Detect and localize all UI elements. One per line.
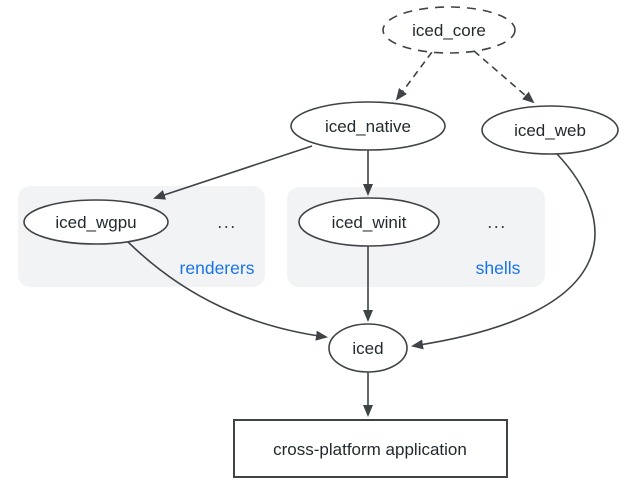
iced-web-label: iced_web [514,121,586,140]
iced-wgpu-label: iced_wgpu [55,213,136,232]
node-iced: iced [328,323,408,373]
iced-wgpu-ellipse [23,199,169,245]
node-iced-wgpu: iced_wgpu [23,199,169,245]
iced-winit-label: iced_winit [332,213,407,232]
node-iced-core: iced_core [382,6,516,54]
iced-native-ellipse [290,101,446,151]
node-iced-native: iced_native [290,101,446,151]
application-box [233,419,508,478]
application-label: cross-platform application [273,440,467,459]
renderers-ellipsis: ... [217,212,237,232]
node-iced-web: iced_web [481,105,619,155]
iced-ellipse [328,323,408,373]
iced-label: iced [352,339,383,358]
iced-winit-ellipse [298,197,440,247]
edge-iced-wgpu-to-iced [126,240,328,341]
edge-iced-native-to-iced-wgpu [153,145,313,200]
iced-core-ellipse [382,6,516,54]
shells-group-label: shells [476,258,521,278]
edges [126,50,596,417]
iced-native-label: iced_native [325,117,411,136]
edge-iced-core-to-iced-native [395,51,433,101]
edge-iced-core-to-iced-web [473,50,535,104]
renderers-group-label: renderers [180,258,255,278]
iced-core-label: iced_core [412,21,486,40]
shells-ellipsis: ... [487,212,507,232]
node-application: cross-platform application [233,419,508,478]
iced-web-ellipse [481,105,619,155]
node-iced-winit: iced_winit [298,197,440,247]
edge-iced-web-to-iced [411,153,596,350]
